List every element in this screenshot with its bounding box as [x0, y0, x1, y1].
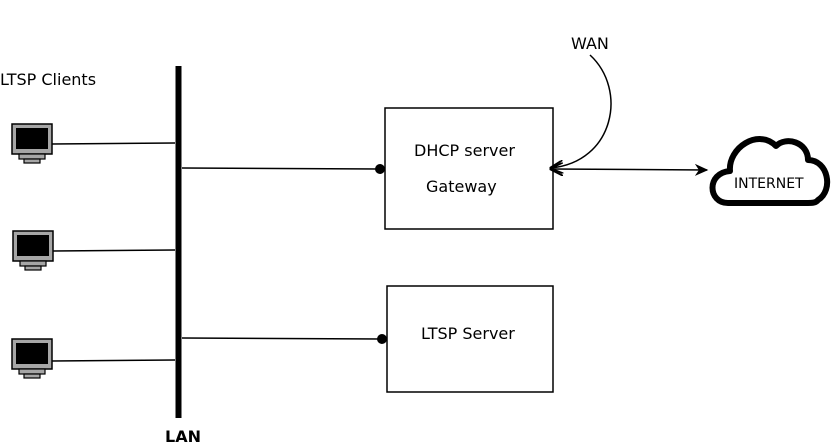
internet-link [551, 169, 707, 170]
client-monitor-3 [11, 338, 53, 379]
lan-dhcp-link [181, 167, 380, 170]
ltsp-port-dot [377, 334, 387, 344]
gateway-label: Gateway [426, 177, 497, 196]
client-link-1 [51, 142, 176, 145]
monitor-icon [12, 230, 54, 271]
cloud-icon [709, 136, 830, 206]
monitor-icon [11, 338, 53, 379]
lan-ltsp-link [181, 337, 382, 340]
ltsp-server-box [386, 285, 554, 393]
clients-label: LTSP Clients [0, 70, 96, 89]
monitor-icon [11, 123, 53, 164]
client-monitor-1 [11, 123, 53, 164]
dhcp-server-label: DHCP server [414, 141, 515, 160]
client-link-3 [51, 359, 176, 362]
internet-label: INTERNET [734, 176, 804, 192]
wan-label: WAN [571, 34, 609, 53]
dhcp-server-box [384, 107, 554, 230]
ltsp-server-label: LTSP Server [421, 324, 515, 343]
wan-curve [551, 54, 612, 168]
dhcp-port-dot [375, 164, 385, 174]
client-link-2 [52, 249, 176, 252]
lan-label: LAN [165, 427, 201, 446]
client-monitor-2 [12, 230, 54, 271]
